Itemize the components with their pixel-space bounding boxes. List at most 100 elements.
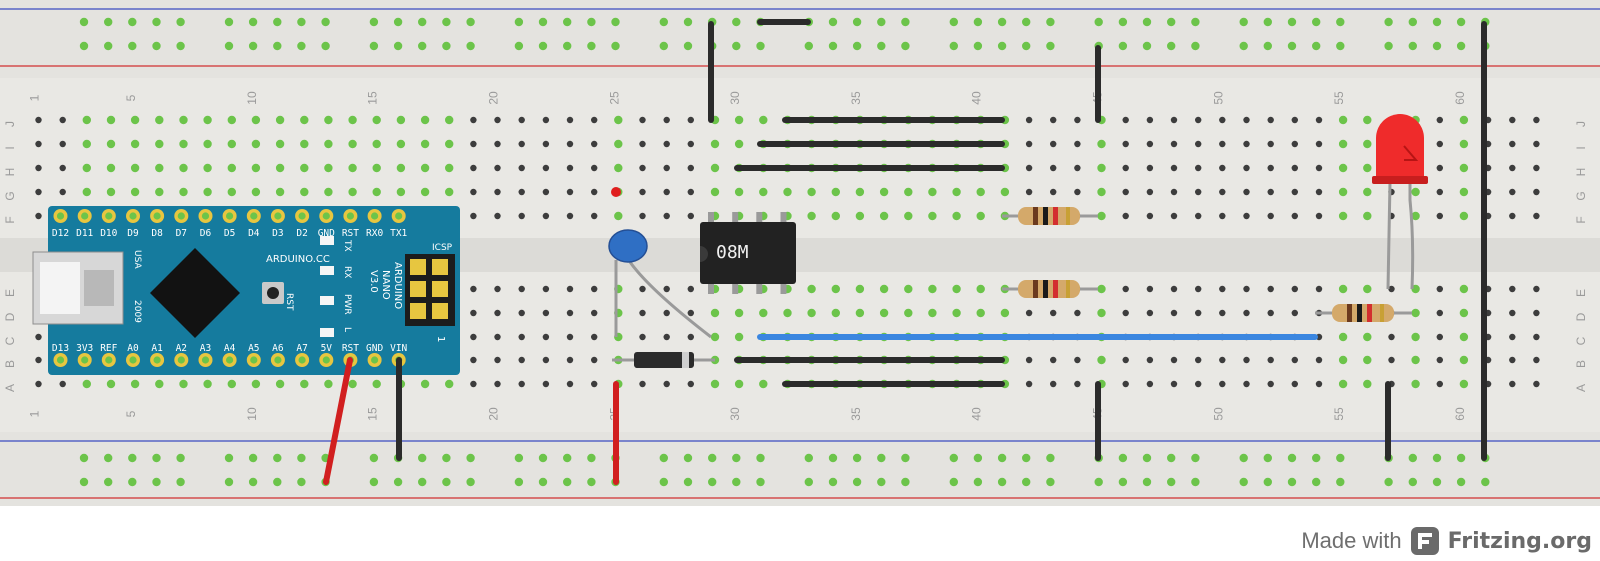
breadboard-hole[interactable] <box>687 188 694 196</box>
breadboard-hole[interactable] <box>248 477 258 487</box>
breadboard-hole[interactable] <box>1239 41 1248 51</box>
breadboard-hole[interactable] <box>179 115 188 125</box>
breadboard-hole[interactable] <box>683 453 693 463</box>
breadboard-hole[interactable] <box>710 308 720 318</box>
breadboard-hole[interactable] <box>1533 212 1540 220</box>
breadboard-hole[interactable] <box>1388 285 1395 293</box>
breadboard-hole[interactable] <box>324 139 333 149</box>
breadboard-hole[interactable] <box>759 379 768 389</box>
breadboard-hole[interactable] <box>1097 211 1106 221</box>
breadboard-hole[interactable] <box>1436 285 1444 293</box>
breadboard-hole[interactable] <box>756 41 765 51</box>
breadboard-hole[interactable] <box>976 284 985 294</box>
breadboard-hole[interactable] <box>1388 356 1395 364</box>
breadboard-hole[interactable] <box>587 17 596 27</box>
breadboard-hole[interactable] <box>1050 380 1057 388</box>
breadboard-hole[interactable] <box>1312 453 1321 463</box>
breadboard-hole[interactable] <box>1388 333 1395 341</box>
breadboard-hole[interactable] <box>831 284 840 294</box>
breadboard-hole[interactable] <box>997 477 1007 487</box>
breadboard-hole[interactable] <box>152 17 161 27</box>
breadboard-hole[interactable] <box>152 453 161 463</box>
breadboard-hole[interactable] <box>1050 188 1057 196</box>
breadboard-hole[interactable] <box>494 164 501 172</box>
breadboard-hole[interactable] <box>155 187 164 197</box>
breadboard-hole[interactable] <box>445 115 454 125</box>
breadboard-hole[interactable] <box>275 187 285 197</box>
breadboard-hole[interactable] <box>855 308 865 318</box>
breadboard-hole[interactable] <box>297 477 306 487</box>
breadboard-hole[interactable] <box>1533 140 1540 148</box>
breadboard-hole[interactable] <box>203 115 212 125</box>
breadboard-hole[interactable] <box>591 116 598 124</box>
breadboard-hole[interactable] <box>683 41 693 51</box>
breadboard-hole[interactable] <box>300 187 309 197</box>
breadboard-hole[interactable] <box>901 477 910 487</box>
breadboard-hole[interactable] <box>563 477 572 487</box>
breadboard-hole[interactable] <box>928 187 937 197</box>
breadboard-hole[interactable] <box>566 116 574 124</box>
breadboard-hole[interactable] <box>1509 380 1516 388</box>
breadboard-hole[interactable] <box>1122 188 1129 196</box>
breadboard-hole[interactable] <box>1021 477 1031 487</box>
breadboard-hole[interactable] <box>104 477 113 487</box>
breadboard-hole[interactable] <box>130 379 140 389</box>
breadboard-hole[interactable] <box>1219 116 1226 124</box>
breadboard-hole[interactable] <box>1195 188 1202 196</box>
breadboard-hole[interactable] <box>79 17 89 27</box>
breadboard-hole[interactable] <box>855 187 865 197</box>
breadboard-hole[interactable] <box>1459 332 1469 342</box>
breadboard-hole[interactable] <box>442 453 451 463</box>
breadboard-hole[interactable] <box>348 115 357 125</box>
breadboard-hole[interactable] <box>1408 453 1418 463</box>
breadboard-hole[interactable] <box>470 164 477 172</box>
breadboard-hole[interactable] <box>591 188 598 196</box>
breadboard-hole[interactable] <box>1146 116 1154 124</box>
breadboard-hole[interactable] <box>591 309 598 317</box>
breadboard-hole[interactable] <box>807 308 816 318</box>
breadboard-hole[interactable] <box>1191 41 1200 51</box>
breadboard-hole[interactable] <box>1315 164 1323 172</box>
breadboard-hole[interactable] <box>734 139 744 149</box>
breadboard-hole[interactable] <box>663 116 670 124</box>
breadboard-hole[interactable] <box>1146 356 1154 364</box>
breadboard-hole[interactable] <box>248 453 258 463</box>
breadboard-hole[interactable] <box>1338 355 1348 365</box>
breadboard-hole[interactable] <box>1195 380 1202 388</box>
breadboard-hole[interactable] <box>1263 17 1273 27</box>
breadboard-hole[interactable] <box>300 139 309 149</box>
breadboard-hole[interactable] <box>542 116 550 124</box>
breadboard-hole[interactable] <box>614 163 623 173</box>
breadboard-hole[interactable] <box>542 309 550 317</box>
breadboard-hole[interactable] <box>1046 453 1055 463</box>
breadboard-hole[interactable] <box>372 139 381 149</box>
breadboard-hole[interactable] <box>1243 164 1250 172</box>
breadboard-hole[interactable] <box>639 116 646 124</box>
breadboard-hole[interactable] <box>997 453 1007 463</box>
breadboard-hole[interactable] <box>1267 164 1274 172</box>
breadboard-hole[interactable] <box>372 379 381 389</box>
breadboard-hole[interactable] <box>445 139 454 149</box>
breadboard-hole[interactable] <box>1411 308 1420 318</box>
breadboard-hole[interactable] <box>1146 309 1154 317</box>
breadboard-hole[interactable] <box>804 41 813 51</box>
breadboard-hole[interactable] <box>1481 477 1490 487</box>
breadboard-hole[interactable] <box>248 41 258 51</box>
breadboard-hole[interactable] <box>831 308 840 318</box>
breadboard-hole[interactable] <box>1363 379 1372 389</box>
breadboard-hole[interactable] <box>348 379 357 389</box>
breadboard-hole[interactable] <box>901 17 910 27</box>
breadboard-hole[interactable] <box>1097 187 1106 197</box>
breadboard-hole[interactable] <box>1146 212 1154 220</box>
breadboard-hole[interactable] <box>973 17 983 27</box>
breadboard-hole[interactable] <box>300 163 309 173</box>
breadboard-hole[interactable] <box>1533 164 1540 172</box>
breadboard-hole[interactable] <box>445 187 454 197</box>
breadboard-hole[interactable] <box>1021 453 1031 463</box>
breadboard-hole[interactable] <box>104 17 113 27</box>
breadboard-hole[interactable] <box>130 163 140 173</box>
breadboard-hole[interactable] <box>442 17 451 27</box>
breadboard-hole[interactable] <box>203 163 212 173</box>
breadboard-hole[interactable] <box>639 309 646 317</box>
breadboard-hole[interactable] <box>1291 140 1299 148</box>
